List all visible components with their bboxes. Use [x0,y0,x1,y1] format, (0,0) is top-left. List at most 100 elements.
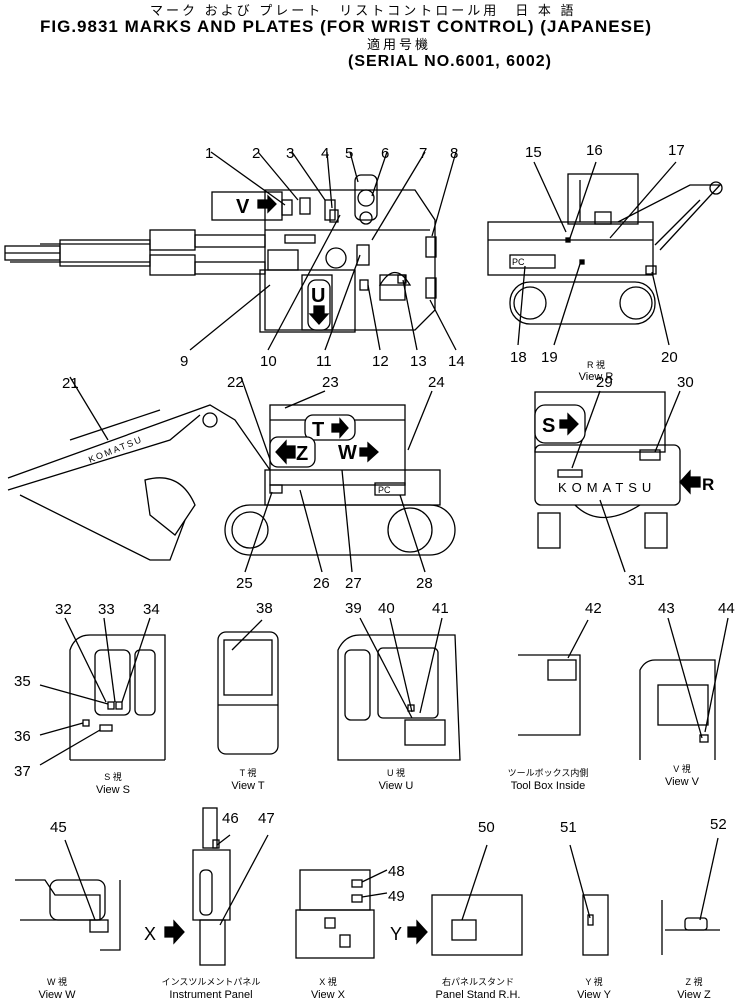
callout-5: 5 [345,145,353,162]
panel-stand-drawing [431,844,523,956]
callout-49: 49 [388,888,405,905]
callout-30: 30 [677,374,694,391]
callout-50: 50 [478,819,495,836]
callout-35: 35 [14,673,31,690]
front-view-drawing [534,390,681,573]
caption-panel-stand: Panel Stand R.H. [436,989,521,1001]
view-x-drawing [295,869,388,959]
callout-37: 37 [14,763,31,780]
callout-13: 13 [410,353,427,370]
caption-toolbox: Tool Box Inside [511,780,586,792]
view-v-drawing [639,617,729,760]
callout-12: 12 [372,353,389,370]
pc-label-view-r: PC [512,257,525,267]
callout-9: 9 [180,353,188,370]
view-u-drawing [337,617,461,761]
view-z-drawing [661,837,720,955]
callout-21: 21 [62,375,79,392]
callout-26: 26 [313,575,330,592]
callout-6: 6 [381,145,389,162]
caption-view-z: View Z [677,989,711,1001]
callout-25: 25 [236,575,253,592]
caption-view-v-jp: V 視 [673,763,691,774]
view-y-arrow-label: Y [390,924,402,944]
callout-14: 14 [448,353,465,370]
callout-31: 31 [628,572,645,589]
callout-27: 27 [345,575,362,592]
instrument-panel-drawing [192,807,269,966]
caption-view-r: View R [579,371,614,383]
callout-44: 44 [718,600,735,617]
view-w-drawing [15,839,121,951]
callout-34: 34 [143,601,160,618]
view-t-arrow-label: T [312,419,324,441]
callout-45: 45 [50,819,67,836]
callout-33: 33 [98,601,115,618]
caption-view-u: View U [379,780,414,792]
view-z-arrow-label: Z [296,443,308,465]
view-x-arrow-label: X [144,924,156,944]
callout-28: 28 [416,575,433,592]
callout-1: 1 [205,145,213,162]
callout-51: 51 [560,819,577,836]
top-view-drawing [4,151,457,351]
caption-view-r-jp: R 視 [587,359,605,370]
caption-toolbox-jp: ツールボックス内側 [508,767,589,778]
caption-view-w: View W [38,989,76,1001]
view-t-drawing [217,619,279,755]
view-s-drawing [39,617,166,766]
pc-label-side: PC [378,485,391,495]
callout-22: 22 [227,374,244,391]
callout-52: 52 [710,816,727,833]
caption-view-v: View V [665,776,700,788]
callout-11: 11 [316,353,332,370]
callout-18: 18 [510,349,527,366]
callout-32: 32 [55,601,72,618]
callout-7: 7 [419,145,427,162]
brand-label-front: KOMATSU [558,480,656,495]
figure-title: FIG.9831 MARKS AND PLATES (FOR WRIST CON… [40,17,652,36]
callout-41: 41 [432,600,449,617]
callout-39: 39 [345,600,362,617]
caption-panel-stand-jp: 右パネルスタンド [442,976,514,987]
toolbox-drawing [518,619,589,736]
caption-instrument-panel: Instrument Panel [169,989,252,1001]
view-y-drawing [569,844,609,956]
view-r-arrow-label: R [702,475,714,494]
callout-24: 24 [428,374,445,391]
callout-15: 15 [525,144,542,161]
callout-43: 43 [658,600,675,617]
caption-view-t: View T [231,780,265,792]
callout-2: 2 [252,145,260,162]
callout-47: 47 [258,810,275,827]
callout-19: 19 [541,349,558,366]
callout-29: 29 [596,374,613,391]
caption-view-z-jp: Z 視 [686,976,703,987]
serial-number: (SERIAL NO.6001, 6002) [348,53,553,70]
view-v-arrow-label: V [236,196,250,218]
callout-40: 40 [378,600,395,617]
caption-view-y-jp: Y 視 [585,976,602,987]
caption-view-x-jp: X 視 [319,976,337,987]
callout-42: 42 [585,600,602,617]
caption-view-x: View X [311,989,346,1001]
caption-view-u-jp: U 視 [387,767,405,778]
applicable-serial-japanese: 適用号機 [367,37,432,52]
caption-view-w-jp: W 視 [47,976,67,987]
callout-48: 48 [388,863,405,880]
callout-20: 20 [661,349,678,366]
view-u-arrow-label: U [311,285,325,307]
callout-46: 46 [222,810,239,827]
caption-view-s: View S [96,784,130,796]
callout-36: 36 [14,728,31,745]
caption-view-y: View Y [577,989,612,1001]
title-japanese: マーク および プレート リストコントロール用 日 本 語 [150,3,577,18]
view-arrows [164,194,701,945]
callout-10: 10 [260,353,277,370]
caption-view-s-jp: S 視 [104,771,122,782]
caption-view-t-jp: T 視 [240,767,257,778]
callout-16: 16 [586,142,603,159]
callout-4: 4 [321,145,329,162]
callout-23: 23 [322,374,339,391]
